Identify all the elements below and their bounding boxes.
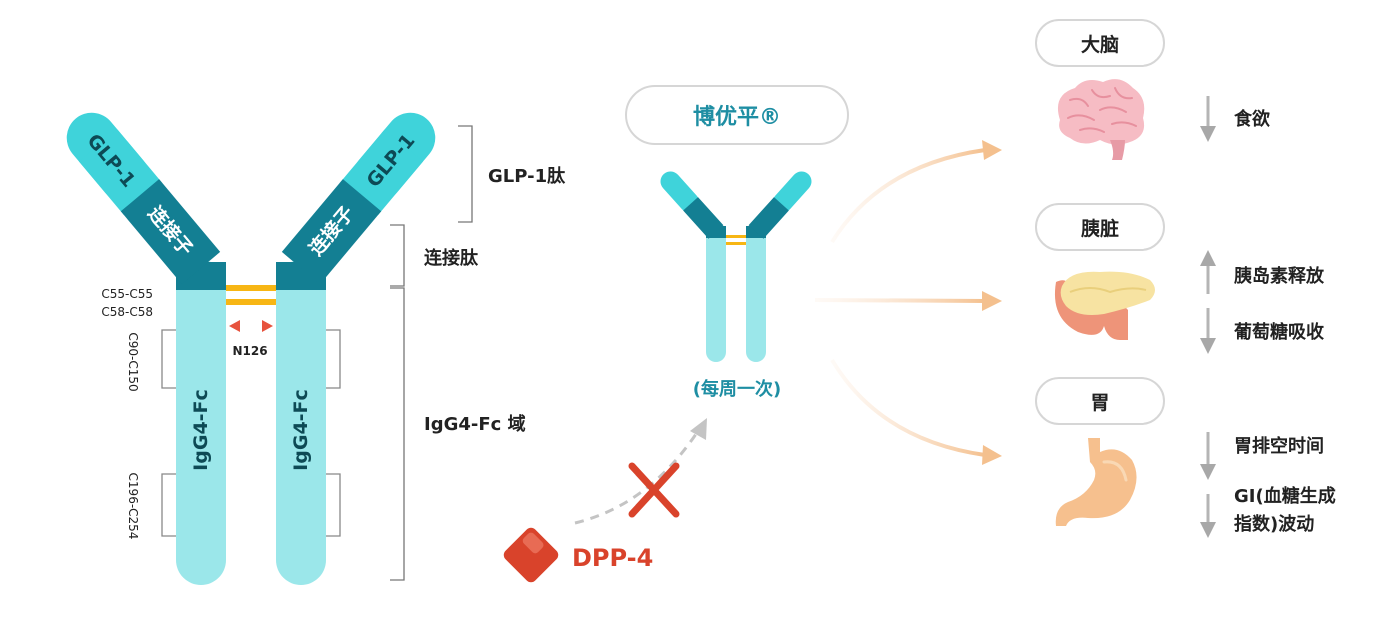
down-arrow-icon <box>1200 126 1216 142</box>
arm-right-linker <box>281 179 382 285</box>
arrow-to-stomach <box>830 358 986 457</box>
stomach-effect-text-2: GI(血糖生成 <box>1234 485 1336 507</box>
mini-antibody-icon <box>660 171 812 362</box>
dpp4-label: DPP-4 <box>572 544 653 572</box>
pancreas-icon <box>1054 271 1155 340</box>
organ-pill-pancreas <box>1035 203 1165 251</box>
organ-name-stomach: 胃 <box>1090 392 1109 414</box>
dpp4-arrowhead <box>690 418 707 440</box>
bracket-label-glp1: GLP-1肽 <box>488 165 566 187</box>
brain-icon <box>1057 79 1145 160</box>
organ-name-brain: 大脑 <box>1081 33 1119 56</box>
down-arrow-icon <box>1200 522 1216 538</box>
n126-arrow-left <box>229 320 240 332</box>
drug-name: 博优平® <box>693 104 781 130</box>
bracket-c196-left <box>161 473 176 537</box>
dpp4-dashed-arrow <box>574 427 702 525</box>
n126-arrow-right <box>262 320 273 332</box>
brain-effect-text-1: 食欲 <box>1233 108 1270 130</box>
stomach-effect-2: GI(血糖生成 指数)波动 <box>1200 485 1336 538</box>
arrow-to-brain <box>830 148 986 244</box>
bracket-label-fc: IgG4-Fc 域 <box>424 413 526 435</box>
dosing-label: (每周一次) <box>693 378 781 400</box>
dpp4-inhibition: DPP-4 <box>503 418 707 583</box>
molecule-structure: GLP-1 连接子 GLP-1 连接子 N126 IgG4-Fc IgG4-Fc… <box>66 112 436 585</box>
pancreas-effect-1: 胰岛素释放 <box>1200 250 1325 294</box>
disulfide-label-lower: C196-C254 <box>126 473 140 540</box>
pancreas-effect-text-2: 葡萄糖吸收 <box>1233 321 1324 343</box>
pancreas-effect-2: 葡萄糖吸收 <box>1200 308 1324 354</box>
bracket-linker <box>390 224 405 287</box>
bracket-c90-left <box>161 329 176 389</box>
bond-label-2: C58-C58 <box>101 305 153 319</box>
disulfide-bond-1 <box>226 285 276 291</box>
down-arrow-icon <box>1200 464 1216 480</box>
arrow-to-pancreas-head <box>982 291 1002 311</box>
disulfide-bond-2 <box>226 299 276 305</box>
bond-label-1: C55-C55 <box>101 287 153 301</box>
arm-right-glp1-fill <box>339 129 423 216</box>
disulfide-label-upper: C90-C150 <box>126 332 140 391</box>
fc-chain-left <box>176 260 226 585</box>
arm-left: GLP-1 连接子 <box>66 112 221 285</box>
arm-left-linker <box>120 179 221 285</box>
bracket-c196-right <box>326 473 341 537</box>
down-arrow-icon <box>1200 338 1216 354</box>
organ-name-pancreas: 胰脏 <box>1080 217 1119 240</box>
domain-brackets: GLP-1肽 连接肽 IgG4-Fc 域 <box>390 125 566 581</box>
effect-arrows <box>814 140 1002 465</box>
stomach-effect-text-3: 指数)波动 <box>1234 513 1314 535</box>
n126-label: N126 <box>232 344 267 358</box>
bracket-glp1 <box>458 125 473 223</box>
drug-center: 博优平® (每周一次) <box>625 85 849 400</box>
pancreas-effect-text-1: 胰岛素释放 <box>1233 265 1325 287</box>
bracket-c90-right <box>326 329 341 389</box>
arm-right: GLP-1 连接子 <box>281 112 436 285</box>
up-arrow-icon <box>1200 250 1216 266</box>
bracket-label-linker: 连接肽 <box>424 247 479 269</box>
arrow-to-brain-head <box>982 140 1002 160</box>
organ-pancreas: 胰脏 胰岛素释放 葡萄糖吸收 <box>1035 203 1325 354</box>
organ-pill-stomach <box>1035 377 1165 425</box>
stomach-icon <box>1055 438 1137 526</box>
fc-label-left: IgG4-Fc <box>190 389 212 471</box>
organ-pill-brain <box>1035 19 1165 67</box>
dpp4-diamond-icon <box>503 527 559 583</box>
stomach-effect-text-1: 胃排空时间 <box>1234 435 1324 457</box>
arrow-to-stomach-head <box>982 445 1002 465</box>
bracket-fc <box>390 287 405 581</box>
cross-icon <box>628 462 680 518</box>
fc-chain-right <box>276 260 326 585</box>
organ-stomach: 胃 胃排空时间 GI(血糖生成 指数)波动 <box>1035 377 1336 538</box>
arm-left-glp1-fill <box>79 129 163 216</box>
fc-label-right: IgG4-Fc <box>290 389 312 471</box>
stomach-effect-1: 胃排空时间 <box>1200 432 1324 480</box>
arrow-to-pancreas <box>814 298 986 303</box>
organ-brain: 大脑 食欲 <box>1035 19 1270 160</box>
drug-name-pill <box>625 85 849 145</box>
brain-effect-1: 食欲 <box>1200 96 1270 142</box>
